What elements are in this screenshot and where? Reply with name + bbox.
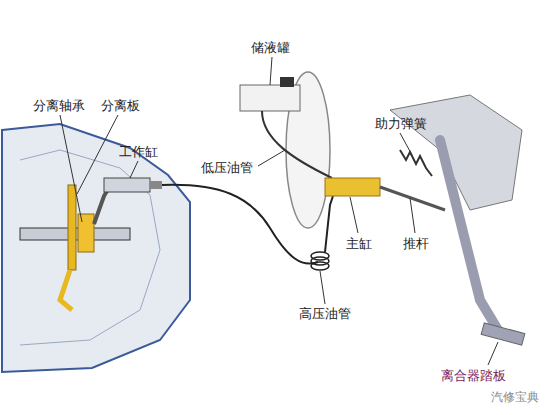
reservoir [240, 85, 300, 111]
leader-line [488, 342, 498, 365]
assist-spring [400, 150, 432, 176]
part-label: 离合器踏板 [440, 368, 507, 383]
leader-line [258, 150, 285, 166]
watermark: 汽修宝典 [490, 390, 540, 405]
push-rod [380, 187, 445, 210]
low-pressure-pipe [262, 111, 332, 178]
leader-line [130, 161, 138, 178]
leader-line [270, 57, 272, 85]
leader-line [77, 115, 118, 194]
leader-line [60, 115, 82, 222]
part-label: 分离轴承 [32, 98, 86, 113]
part-label: 储液罐 [250, 40, 291, 55]
clutch-plate [68, 185, 76, 270]
bell-housing [2, 124, 190, 372]
leader-line [400, 133, 412, 155]
part-label: 工作缸 [118, 144, 159, 159]
part-label: 主缸 [345, 236, 373, 251]
fork-lever [60, 270, 72, 310]
part-label: 高压油管 [298, 306, 352, 321]
pedal-pad [481, 323, 525, 345]
part-label: 低压油管 [200, 160, 254, 175]
reservoir-cap [280, 77, 294, 87]
part-label: 助力弹簧 [374, 116, 428, 131]
leader-line [320, 271, 325, 304]
part-label: 推杆 [402, 236, 430, 251]
high-pressure-pipe [325, 196, 333, 252]
housing-inner [20, 150, 160, 345]
release-bearing [78, 214, 94, 252]
leader-lines [60, 57, 498, 365]
pedal-arm [440, 140, 498, 330]
leader-line [410, 198, 415, 233]
pipe-coil [311, 262, 329, 270]
working-cylinder [104, 178, 150, 192]
cylinder-fitting [150, 181, 162, 189]
part-label: 分离板 [100, 98, 141, 113]
leader-line [350, 197, 358, 233]
master-cylinder [325, 178, 380, 196]
